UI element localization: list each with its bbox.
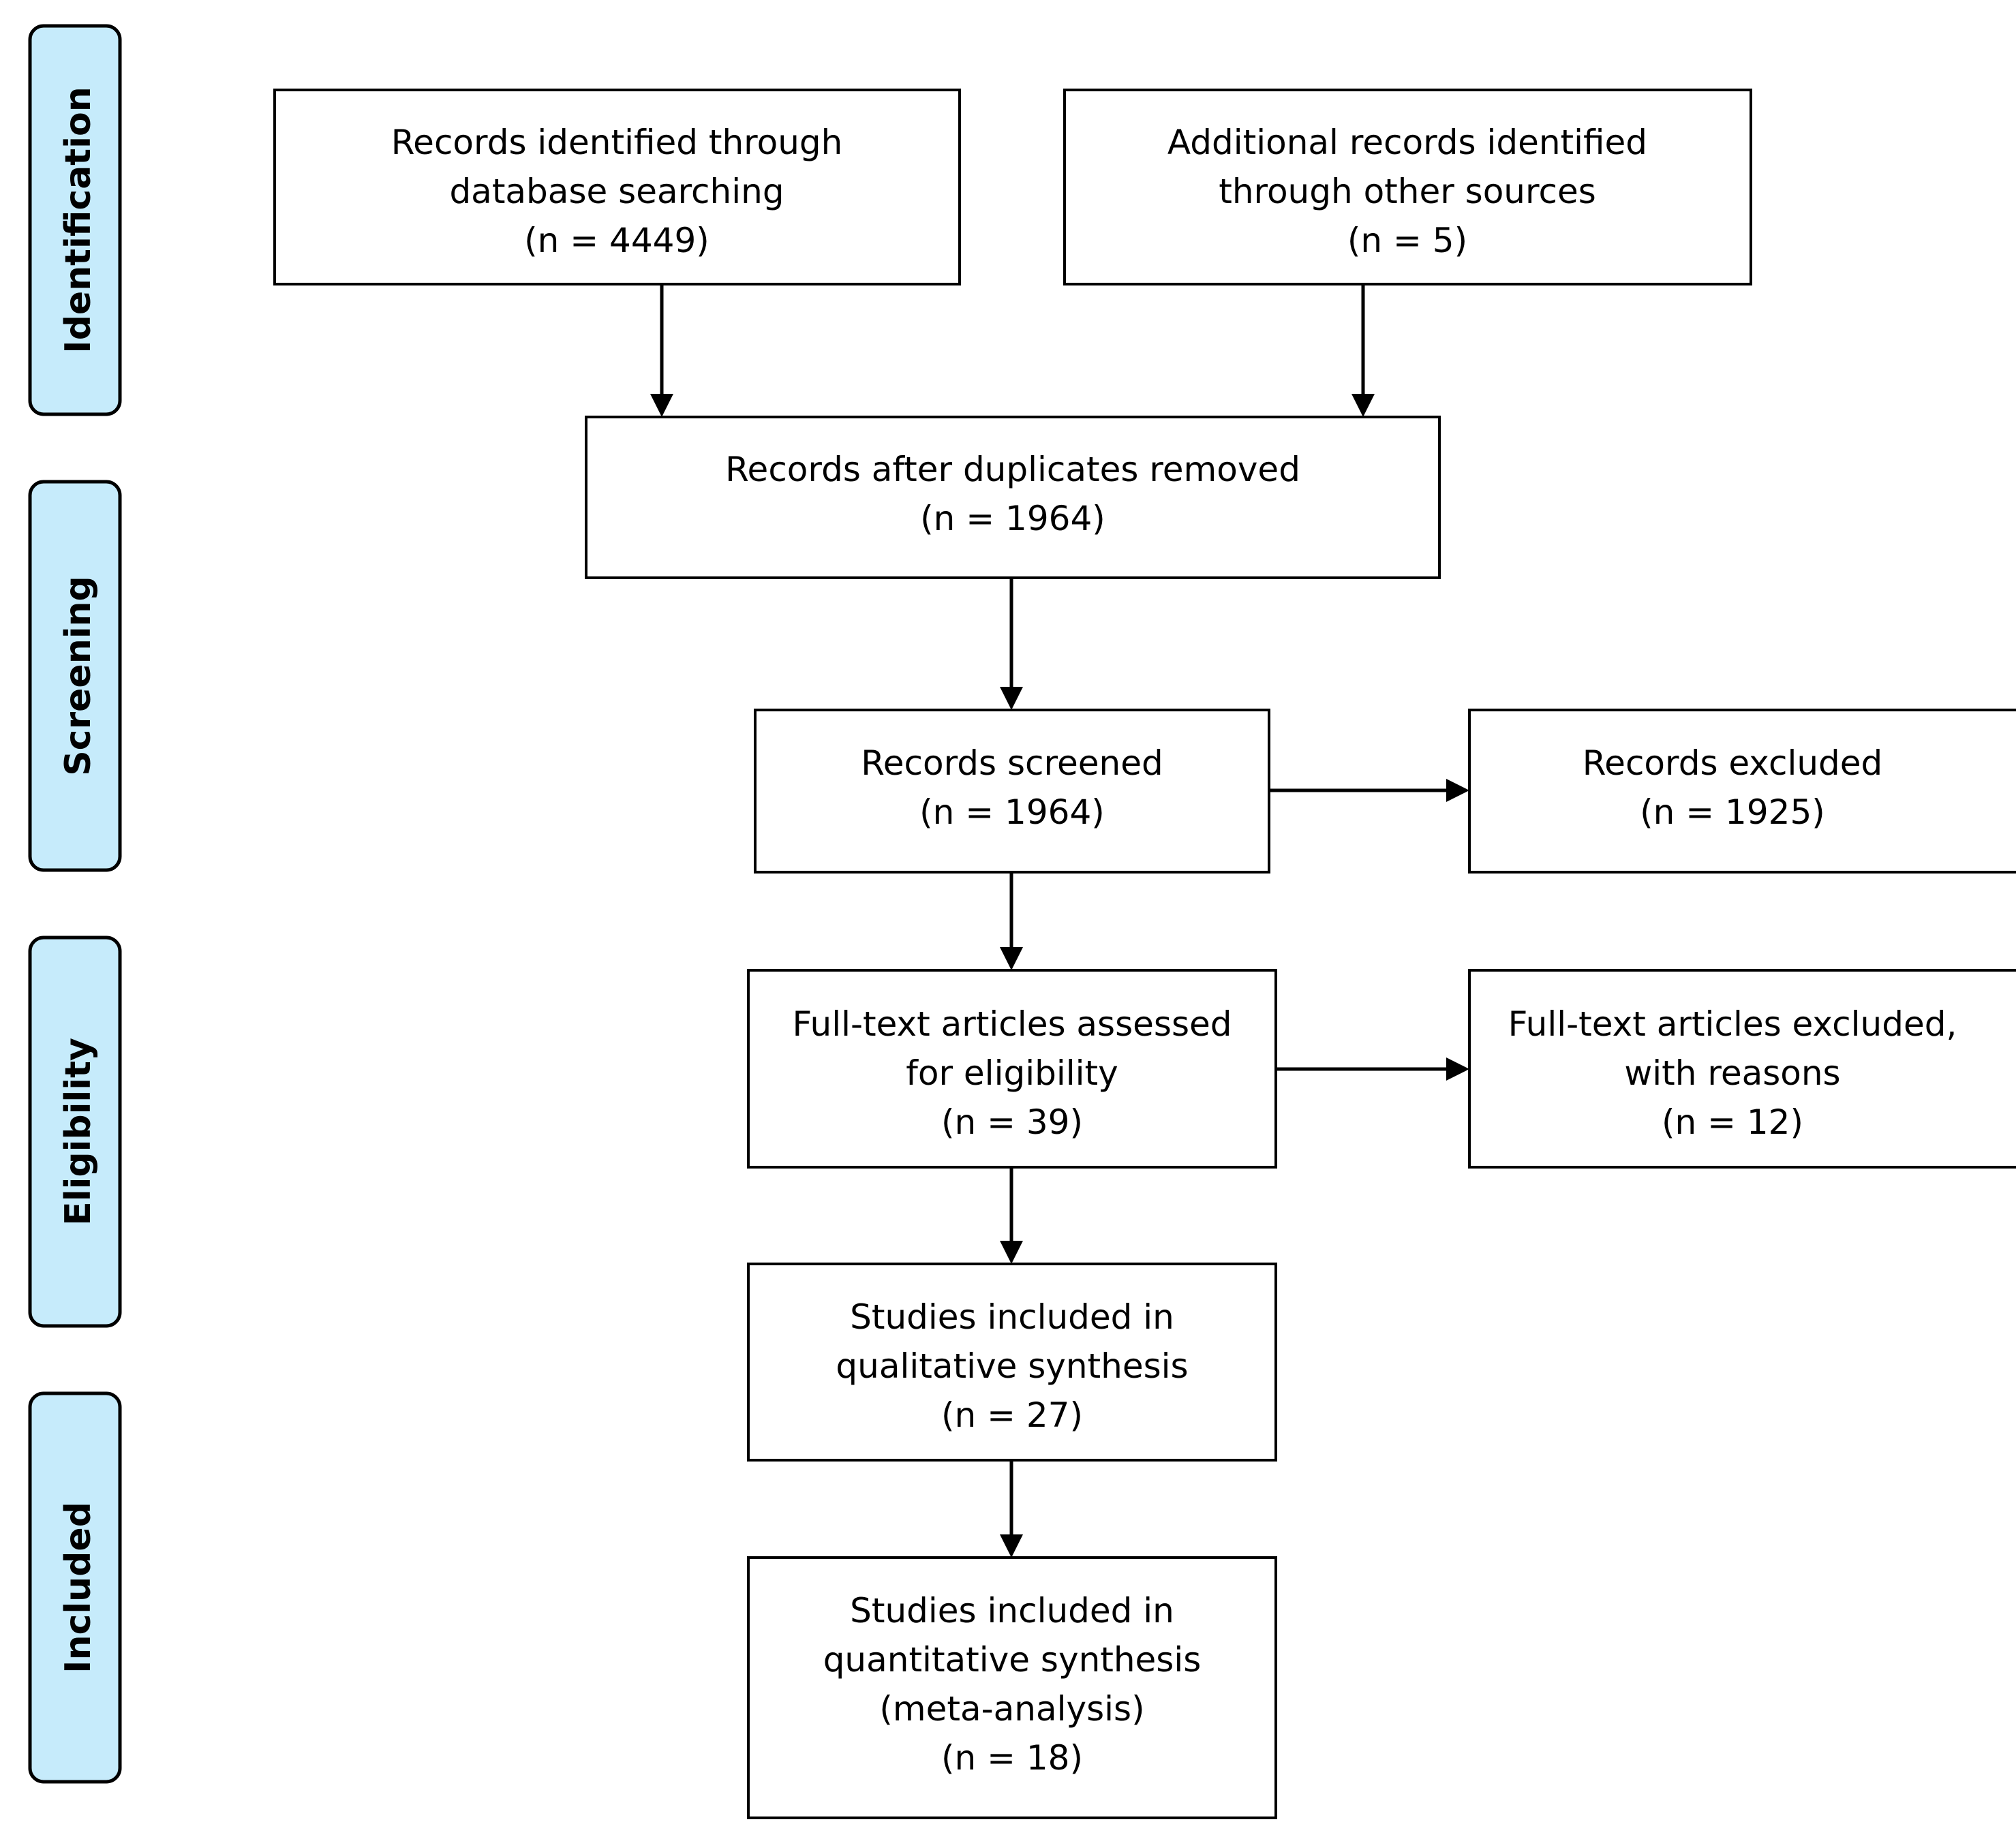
box-database-records: Records identified through database sear… xyxy=(273,89,961,285)
box-records-excluded-line-2: (n = 1925) xyxy=(1640,792,1825,832)
arrowhead xyxy=(1446,779,1469,802)
phase-included: Included xyxy=(28,1391,122,1784)
box-database-records-line-3: (n = 4449) xyxy=(524,221,709,260)
box-database-records-line-1: Records identified through xyxy=(391,123,843,162)
box-records-excluded: Records excluded (n = 1925) xyxy=(1468,709,2016,874)
box-other-sources: Additional records identified through ot… xyxy=(1063,89,1752,285)
arrowhead xyxy=(1000,1534,1023,1558)
arrowhead xyxy=(1351,394,1375,417)
phase-included-label: Included xyxy=(58,1502,99,1673)
arrowhead xyxy=(1000,947,1023,970)
box-records-screened-line-2: (n = 1964) xyxy=(919,792,1105,832)
phase-screening-label: Screening xyxy=(58,576,99,776)
box-database-records-line-2: database searching xyxy=(449,172,784,211)
box-quantitative-synthesis-line-4: (n = 18) xyxy=(941,1738,1083,1778)
connectors xyxy=(650,284,1469,1558)
box-fulltext-assessed-line-2: for eligibility xyxy=(906,1053,1118,1093)
box-quantitative-synthesis-line-2: quantitative synthesis xyxy=(823,1640,1202,1680)
box-fulltext-excluded-line-2: with reasons xyxy=(1624,1053,1840,1093)
box-qualitative-synthesis-line-1: Studies included in xyxy=(850,1297,1174,1337)
phase-screening: Screening xyxy=(28,480,122,872)
phase-identification: Identification xyxy=(28,24,122,416)
arrowhead xyxy=(1446,1057,1469,1081)
box-fulltext-excluded-line-1: Full-text articles excluded, xyxy=(1508,1004,1957,1044)
box-fulltext-excluded-line-3: (n = 12) xyxy=(1662,1102,1803,1142)
arrowhead xyxy=(650,394,673,417)
box-fulltext-assessed-line-1: Full-text articles assessed xyxy=(793,1004,1232,1044)
box-after-duplicates: Records after duplicates removed (n = 19… xyxy=(585,416,1441,579)
box-fulltext-assessed: Full-text articles assessed for eligibil… xyxy=(747,969,1277,1169)
box-other-sources-line-3: (n = 5) xyxy=(1347,221,1467,260)
box-qualitative-synthesis-line-2: qualitative synthesis xyxy=(836,1346,1188,1386)
phase-identification-label: Identification xyxy=(58,87,99,353)
box-other-sources-line-1: Additional records identified xyxy=(1167,123,1647,162)
phase-eligibility-label: Eligibility xyxy=(58,1038,99,1226)
phase-eligibility: Eligibility xyxy=(28,936,122,1328)
box-quantitative-synthesis-line-3: (meta-analysis) xyxy=(879,1689,1144,1729)
box-other-sources-line-2: through other sources xyxy=(1219,172,1596,211)
arrowhead xyxy=(1000,687,1023,710)
box-records-screened: Records screened (n = 1964) xyxy=(754,709,1270,874)
box-qualitative-synthesis: Studies included in qualitative synthesi… xyxy=(747,1263,1277,1462)
box-quantitative-synthesis: Studies included in quantitative synthes… xyxy=(747,1556,1277,1819)
box-after-duplicates-line-2: (n = 1964) xyxy=(920,499,1105,538)
box-quantitative-synthesis-line-1: Studies included in xyxy=(850,1591,1174,1630)
box-fulltext-excluded: Full-text articles excluded, with reason… xyxy=(1468,969,2016,1169)
box-fulltext-assessed-line-3: (n = 39) xyxy=(941,1102,1083,1142)
arrowhead xyxy=(1000,1241,1023,1264)
box-after-duplicates-line-1: Records after duplicates removed xyxy=(725,450,1300,489)
box-records-screened-line-1: Records screened xyxy=(861,743,1163,783)
box-records-excluded-line-1: Records excluded xyxy=(1583,743,1883,783)
box-qualitative-synthesis-line-3: (n = 27) xyxy=(941,1395,1083,1435)
